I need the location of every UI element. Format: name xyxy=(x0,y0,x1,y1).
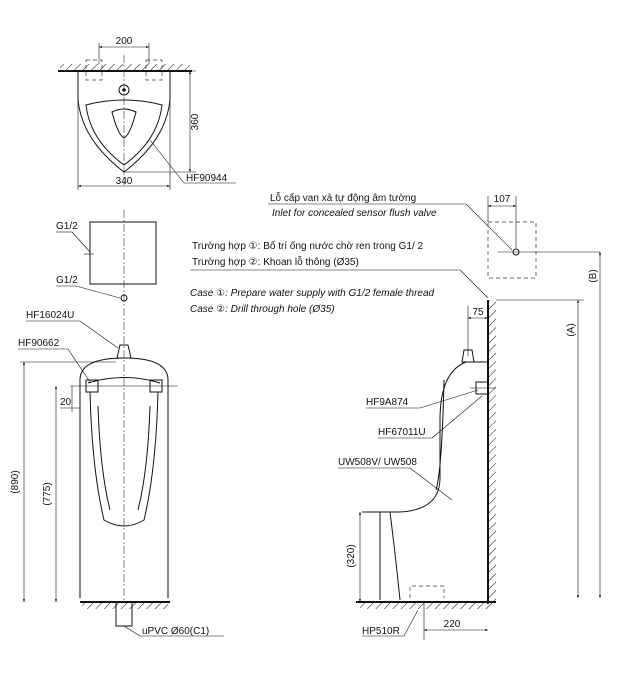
note-vn-case1: Trường hợp ①: Bố trí ống nước chờ ren tr… xyxy=(192,240,424,252)
note-en-inlet: Inlet for concealed sensor flush valve xyxy=(272,208,437,219)
dim-b-label: (B) xyxy=(588,269,599,282)
dim-200-label: 200 xyxy=(116,36,133,47)
dim-890-label: (890) xyxy=(10,470,21,493)
front-bowl-curve-r xyxy=(137,405,151,511)
hf67011u-leader xyxy=(431,395,483,439)
dim-a-label: (A) xyxy=(566,323,577,336)
hp510r-label: HP510R xyxy=(362,626,400,637)
dim-75-label: 75 xyxy=(472,307,484,318)
uw508-label: UW508V/ UW508 xyxy=(338,457,417,468)
g12-pipe-label: G1/2 xyxy=(56,275,78,286)
hf16024u-label: HF16024U xyxy=(26,310,74,321)
dim-220-label: 220 xyxy=(444,619,461,630)
side-pedestal-curve xyxy=(389,511,401,601)
top-right-bracket xyxy=(145,59,163,81)
front-inlet-box xyxy=(89,221,157,285)
g12-box-leader xyxy=(71,231,91,253)
side-wall-hatch xyxy=(488,300,496,602)
hf16024u-leader xyxy=(79,320,119,349)
top-left-bracket xyxy=(85,59,103,81)
hf90662-leader xyxy=(67,348,91,383)
note-case-leader xyxy=(459,269,489,299)
uw508-leader xyxy=(409,467,453,501)
hf9a874-label: HF9A874 xyxy=(366,397,409,408)
hf67011u-label: HF67011U xyxy=(378,427,426,438)
hf90944-leader xyxy=(149,139,185,184)
front-rim-top xyxy=(87,377,161,384)
g12-pipe-leader xyxy=(75,285,121,299)
drain-leader xyxy=(123,625,141,637)
hf90662-label: HF90662 xyxy=(18,338,60,349)
side-trap xyxy=(409,585,445,598)
side-inlet-box xyxy=(487,221,537,279)
dim-340-label: 340 xyxy=(116,176,133,187)
top-view: 200 360 340 HF90944 xyxy=(58,36,236,190)
hf90944-label: HF90944 xyxy=(186,173,228,184)
dim-107-label: 107 xyxy=(494,194,511,205)
top-wall-hatch xyxy=(60,64,190,71)
front-bowl-inner xyxy=(89,391,159,527)
side-floor-hatch xyxy=(360,602,494,609)
drain-label: uPVC Ø60(C1) xyxy=(142,626,209,637)
g12-box-label: G1/2 xyxy=(56,221,78,232)
side-urinal-front xyxy=(362,361,488,513)
notes: Lỗ cấp van xả tự động âm tường Inlet for… xyxy=(190,191,513,315)
note-en-case1: Case ①: Prepare water supply with G1/2 f… xyxy=(190,288,435,299)
hf9a874-leader xyxy=(419,389,479,409)
note-vn-case2: Trường hợp ②: Khoan lỗ thông (Ø35) xyxy=(192,255,359,268)
note-inlet-leader xyxy=(465,203,513,251)
note-vn-inlet: Lỗ cấp van xả tự động âm tường xyxy=(270,191,416,204)
front-view: G1/2 G1/2 HF16024U HF90662 20 xyxy=(10,210,224,637)
hp510r-leader xyxy=(403,609,419,637)
dim-360-label: 360 xyxy=(190,113,201,130)
dim-20-label: 20 xyxy=(60,397,72,408)
front-urinal-body xyxy=(79,357,169,598)
front-floor-hatch xyxy=(82,602,168,609)
note-en-case2: Case ②: Drill through hole (Ø35) xyxy=(190,304,335,315)
side-inner-curve xyxy=(435,379,445,491)
side-view: 107 (B) (A) 75 (320) 220 HF9A874 xyxy=(338,194,602,640)
dim-775-label: (775) xyxy=(42,482,53,505)
dim-320-label: (320) xyxy=(346,544,357,567)
front-bowl-curve-l xyxy=(97,405,111,511)
